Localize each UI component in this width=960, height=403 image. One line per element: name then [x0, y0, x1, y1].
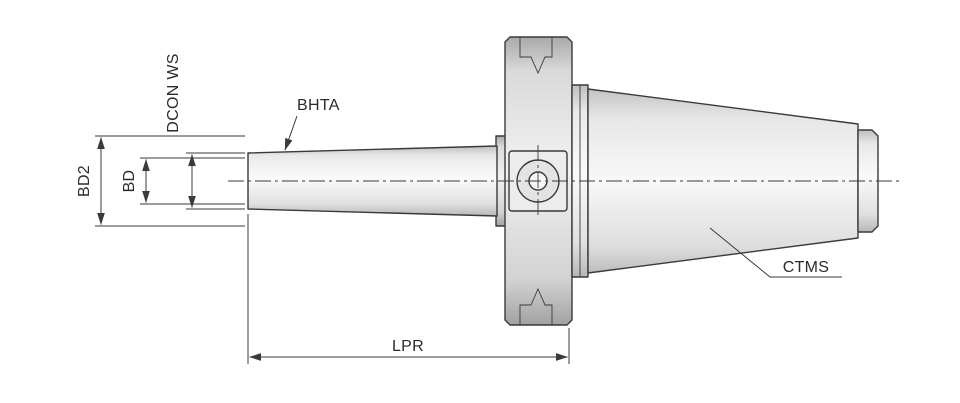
bhta-leader-line [284, 115, 298, 151]
label-bd: BD [121, 170, 138, 193]
dimension-dcon-ws: DCON WS [165, 53, 245, 210]
end-cap [857, 129, 879, 233]
dimension-lpr: LPR [247, 214, 570, 364]
label-dcon-ws: DCON WS [165, 53, 182, 132]
leader-ctms: CTMS [709, 227, 842, 278]
ctms-leader-line [709, 227, 842, 278]
flange-groove-top [519, 36, 553, 75]
dimension-bd: BD [121, 157, 245, 205]
label-lpr: LPR [392, 338, 424, 355]
label-ctms: CTMS [783, 259, 830, 276]
leader-bhta: BHTA [284, 97, 340, 151]
label-bd2: BD2 [76, 165, 93, 197]
label-bhta: BHTA [297, 97, 340, 114]
dimension-bd2: BD2 [76, 135, 245, 227]
flange-groove-bottom [519, 287, 553, 326]
